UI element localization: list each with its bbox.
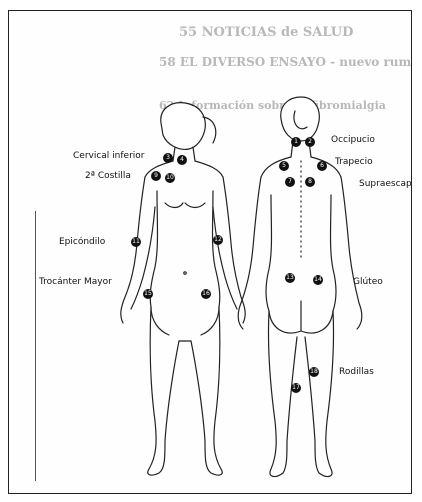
tender-point-marker: 1 xyxy=(291,137,301,147)
label-gluteo: Glúteo xyxy=(353,277,383,287)
label-trocanter-mayor: Trocánter Mayor xyxy=(39,277,112,287)
label-supraescap: Supraescap xyxy=(359,179,412,189)
tender-point-marker: 18 xyxy=(309,367,319,377)
tender-point-marker: 3 xyxy=(163,153,173,163)
tender-point-marker: 10 xyxy=(165,173,175,183)
tender-point-marker: 13 xyxy=(285,273,295,283)
tender-point-marker: 17 xyxy=(291,383,301,393)
tender-point-marker: 9 xyxy=(151,171,161,181)
tender-point-marker: 6 xyxy=(317,161,327,171)
label-cervical-inferior: Cervical inferior xyxy=(73,151,145,161)
tender-point-marker: 5 xyxy=(279,161,289,171)
tender-point-marker: 16 xyxy=(201,289,211,299)
tender-point-marker: 2 xyxy=(305,137,315,147)
tender-point-marker: 12 xyxy=(213,235,223,245)
back-body-figure xyxy=(238,97,362,476)
label-rodillas: Rodillas xyxy=(339,367,374,377)
label-occipucio: Occipucio xyxy=(331,135,375,145)
label-trapecio: Trapecio xyxy=(335,157,373,167)
label-epicondilo: Epicóndilo xyxy=(59,237,105,247)
tender-point-marker: 14 xyxy=(313,275,323,285)
tender-point-marker: 15 xyxy=(143,289,153,299)
label-segunda-costilla: 2ª Costilla xyxy=(85,171,131,181)
tender-point-marker: 4 xyxy=(177,155,187,165)
body-illustration xyxy=(9,11,413,495)
tender-point-marker: 8 xyxy=(305,177,315,187)
tender-point-marker: 7 xyxy=(285,177,295,187)
tender-point-marker: 11 xyxy=(131,237,141,247)
scanned-page-frame: 55 NOTICIAS de SALUD 58 EL DIVERSO ENSAY… xyxy=(8,10,412,494)
